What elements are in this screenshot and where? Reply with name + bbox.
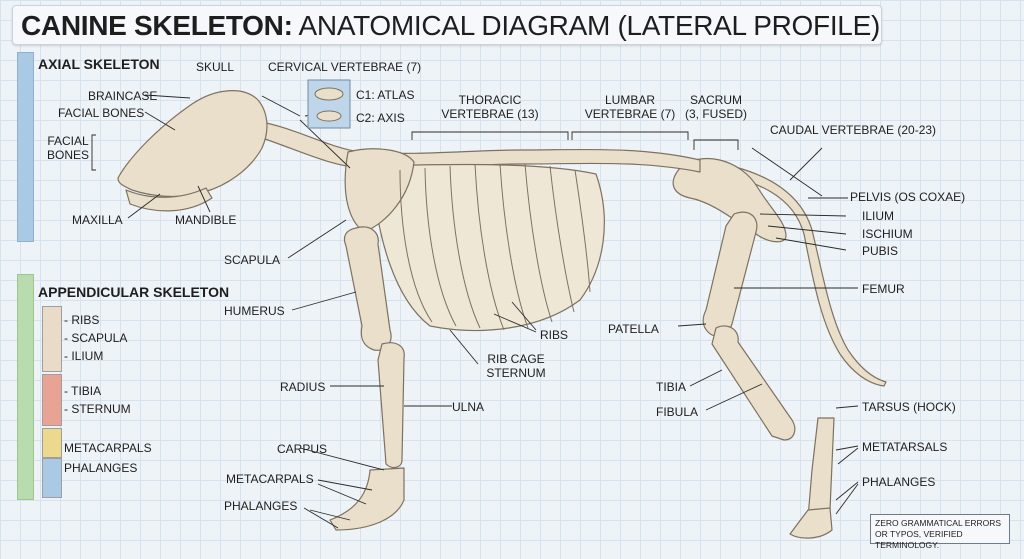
label-caudal-vertebrae: CAUDAL VERTEBRAE (20-23) — [770, 123, 937, 137]
page-title: CANINE SKELETON: ANATOMICAL DIAGRAM (LAT… — [21, 10, 880, 41]
skull-bone — [117, 90, 268, 198]
appendicular-section-bar — [17, 274, 34, 500]
title-banner: CANINE SKELETON: ANATOMICAL DIAGRAM (LAT… — [12, 5, 882, 45]
femur-bone — [702, 211, 758, 337]
legend-swatch-red — [42, 374, 62, 426]
scapula-bone — [344, 148, 415, 233]
label-c2-axis: C2: AXIS — [356, 111, 405, 125]
label-fibula: FIBULA — [656, 405, 699, 419]
label-braincase: BRAINCASE — [88, 89, 158, 103]
label-maxilla: MAXILLA — [72, 213, 123, 227]
legend-swatch-bone — [42, 306, 62, 372]
hind-paw — [789, 507, 833, 539]
axial-skeleton-heading: AXIAL SKELETON — [38, 56, 160, 72]
legend-swatch-blue — [42, 458, 62, 498]
label-femur: FEMUR — [862, 282, 905, 296]
legend-item: - RIBS — [64, 313, 100, 327]
label-patella: PATELLA — [608, 322, 659, 336]
label-lumbar-vertebrae: LUMBAR VERTEBRAE (7) — [584, 93, 676, 121]
label-rib-cage-sternum: RIB CAGE STERNUM — [486, 352, 546, 380]
label-metatarsals: METATARSALS — [862, 440, 948, 454]
label-ribs: RIBS — [540, 328, 569, 342]
tibia-bone — [711, 325, 796, 441]
label-pelvis: PELVIS (OS COXAE) — [850, 190, 966, 204]
label-carpus: CARPUS — [277, 442, 328, 456]
label-scapula: SCAPULA — [224, 253, 281, 267]
legend-swatch-yellow — [42, 428, 62, 458]
label-skull: SKULL — [196, 60, 235, 74]
label-sacrum: SACRUM (3, FUSED) — [684, 93, 748, 121]
legend-item: - STERNUM — [64, 402, 131, 416]
label-facial-bones-bracket: FACIAL BONES — [46, 134, 90, 162]
legend-item: - ILIUM — [64, 349, 104, 363]
rib-cage — [371, 163, 605, 332]
label-tibia: TIBIA — [656, 380, 687, 394]
legend-item: - TIBIA — [64, 384, 102, 398]
mandible-bone — [125, 187, 213, 212]
humerus-bone — [343, 226, 392, 351]
label-mandible: MANDIBLE — [175, 213, 237, 227]
label-ischium: ISCHIUM — [862, 227, 913, 241]
legend-item: METACARPALS — [64, 441, 152, 455]
hind-metatarsals — [807, 417, 835, 523]
label-phalanges-hind: PHALANGES — [862, 475, 936, 489]
front-paw — [329, 467, 405, 531]
label-thoracic-vertebrae: THORACIC VERTEBRAE (13) — [441, 93, 539, 121]
caudal-vertebrae-bone — [699, 159, 887, 387]
verification-note: ZERO GRAMMATICAL ERRORS OR TYPOS, VERIFI… — [870, 514, 1010, 550]
label-radius: RADIUS — [280, 380, 326, 394]
label-facial-bones: FACIAL BONES — [58, 106, 145, 120]
pelvis-bone — [672, 157, 787, 243]
label-cervical-vertebrae: CERVICAL VERTEBRAE (7) — [268, 60, 422, 74]
label-tarsus: TARSUS (HOCK) — [862, 400, 956, 414]
label-c1-atlas: C1: ATLAS — [356, 88, 415, 102]
label-pubis: PUBIS — [862, 244, 899, 258]
label-ilium: ILIUM — [862, 209, 895, 223]
label-humerus: HUMERUS — [224, 304, 285, 318]
legend-item: - SCAPULA — [64, 331, 128, 345]
label-phalanges-front: PHALANGES — [224, 499, 298, 513]
label-ulna: ULNA — [452, 400, 485, 414]
axial-section-bar — [17, 52, 34, 242]
legend-item: PHALANGES — [64, 461, 138, 475]
label-metacarpals: METACARPALS — [226, 472, 314, 486]
radius-ulna-bone — [377, 342, 405, 469]
appendicular-skeleton-heading: APPENDICULAR SKELETON — [38, 284, 230, 300]
